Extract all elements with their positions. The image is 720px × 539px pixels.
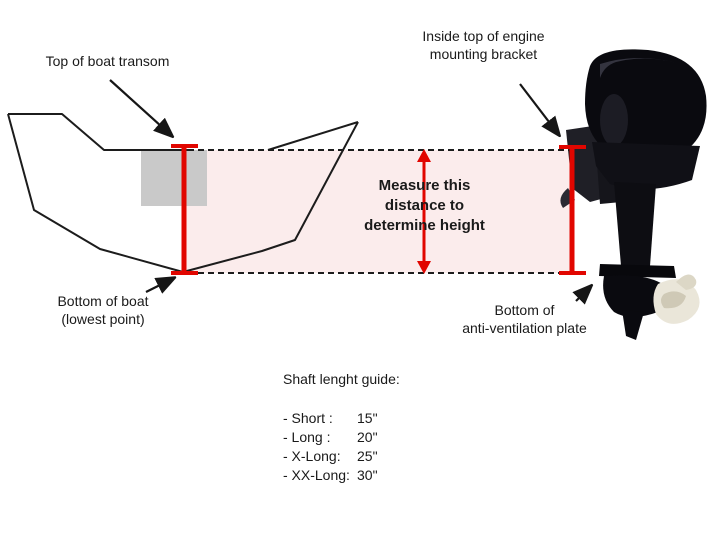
guide-title: Shaft lenght guide: [283,371,400,387]
skeg [622,310,644,340]
hull-top-right-edge [267,121,359,151]
gearcase [603,275,671,317]
arrow-head-down [417,261,431,274]
label-line: distance to [384,197,465,214]
lower-cowl-pan [592,142,700,190]
guide-value: 30" [357,467,378,483]
anti-ventilation-plate [599,264,676,278]
transom-block [141,150,207,206]
guide-label: - Short : [283,410,333,426]
guide-value: 15" [357,410,378,426]
clamp-screw [560,188,575,208]
drive-shaft-housing [614,182,656,266]
callout-arrows [109,79,591,301]
bottom-of-boat-label: Bottom of boat (lowest point) [24,292,182,328]
label-line: determine height [364,217,485,234]
cowling-shadow [600,94,628,146]
label-line: Bottom of [494,302,555,318]
measure-distance-arrow [417,149,431,274]
guide-value: 25" [357,448,378,464]
arrow-head-up [417,149,431,162]
anti-ventilation-label: Bottom of anti-ventilation plate [422,301,627,337]
measure-zone [186,150,572,273]
guide-value: 20" [357,429,378,445]
top-of-transom-label: Top of boat transom [45,53,170,69]
label-line: Inside top of engine [422,28,545,44]
engine-bracket-label: Inside top of engine mounting bracket [386,27,581,63]
outboard-motor [560,49,707,340]
guide-row-long: - Long : 20" [283,428,400,447]
measure-distance-label: Measure this distance to determine heigh… [342,176,507,236]
bracket-callout-arrow [519,83,559,135]
propeller-blade [676,274,697,290]
shaft-length-guide: Shaft lenght guide: - Short : 15" - Long… [283,371,400,485]
label-line: Bottom of boat [57,293,149,309]
label-line: Measure this [378,177,471,194]
guide-row-short: - Short : 15" [283,409,400,428]
label-line: mounting bracket [429,46,538,62]
red-measure-lines [171,144,586,275]
guide-label: - Long : [283,429,331,445]
guide-row-xx-long: - XX-Long: 30" [283,466,400,485]
bottom-boat-callout-arrow [145,278,174,292]
anti-vent-callout-arrow [576,286,591,301]
guide-label: - X-Long: [283,448,341,464]
guide-row-x-long: - X-Long: 25" [283,447,400,466]
hull-top-left-edge [8,113,188,151]
guide-label: - XX-Long: [283,467,350,483]
reference-dashed-lines [188,149,584,274]
transom-callout-arrow [109,79,172,136]
label-line: anti-ventilation plate [462,320,587,336]
propeller-hub [661,291,686,309]
label-line: (lowest point) [61,311,145,327]
